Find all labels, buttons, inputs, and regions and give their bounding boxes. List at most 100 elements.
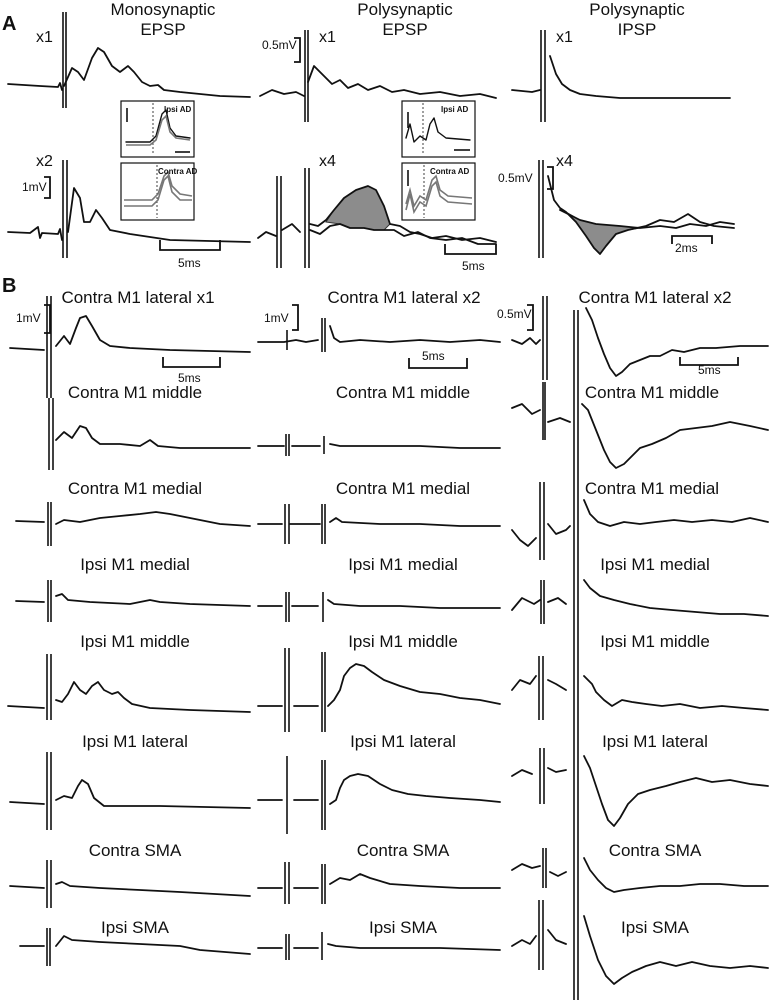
scale-a-col3-amp [547, 166, 554, 190]
trace-b-r6-c3 [511, 755, 769, 827]
trace-b-r4-c1 [15, 593, 251, 607]
scale-a-col1-time [159, 240, 221, 251]
trace-a-polyepsp-x1 [259, 30, 497, 122]
label-b-r1-c2: Contra M1 lateral x2 [327, 288, 480, 307]
label-b-r2-c1: Contra M1 middle [68, 383, 202, 402]
scale-a-col3-time-label: 2ms [675, 241, 698, 255]
inset-ipsi-label-poly: Ipsi AD [441, 105, 468, 114]
scale-b-col2-time [408, 358, 468, 369]
label-b-r8-c2: Ipsi SMA [369, 918, 438, 937]
label-b-r6-c3: Ipsi M1 lateral [602, 732, 708, 751]
scale-b-col1-time-label: 5ms [178, 371, 201, 385]
traces-b-col2 [257, 318, 501, 960]
row-labels: Contra M1 lateral x1 Contra M1 lateral x… [61, 288, 731, 937]
trace-b-r4-c2 [257, 599, 501, 609]
label-b-r7-c2: Contra SMA [357, 841, 450, 860]
scale-a-col1-amp-label: 1mV [22, 180, 47, 194]
trace-b-r1-c3 [511, 307, 769, 377]
scale-b-col1-amp-label: 1mV [16, 311, 41, 325]
label-b-r3-c3: Contra M1 medial [585, 479, 719, 498]
trace-b-r2-c3 [511, 403, 769, 469]
col2-title-line2: EPSP [382, 20, 427, 39]
label-b-r4-c3: Ipsi M1 medial [600, 555, 710, 574]
scale-a-col1-amp [44, 176, 51, 199]
scale-a-col2-amp [294, 37, 301, 63]
trace-b-r3-c1 [15, 511, 251, 527]
scale-b-col1-time [162, 357, 221, 368]
panel-label-b: B [2, 275, 16, 297]
scale-a-col2-amp-label: 0.5mV [262, 38, 297, 52]
trace-b-r8-c3 [511, 915, 769, 985]
label-b-r3-c2: Contra M1 medial [336, 479, 470, 498]
inset-contra-ad-poly: Contra AD [401, 162, 476, 221]
label-b-r5-c1: Ipsi M1 middle [80, 632, 190, 651]
trace-b-r3-c3 [511, 499, 769, 547]
scale-b-col2-amp [292, 304, 299, 331]
col1-title-line1: Monosynaptic [111, 0, 216, 19]
label-b-r2-c2: Contra M1 middle [336, 383, 470, 402]
col2-bottom-gain: x4 [319, 153, 336, 170]
trace-a-ipsp-x1 [511, 30, 731, 122]
trace-a-mono-x1 [7, 12, 251, 108]
scale-b-col2-time-label: 5ms [422, 349, 445, 363]
trace-a-polyepsp-x4 [257, 168, 497, 268]
inset-contra-ad-mono: Contra AD [120, 162, 197, 221]
col3-top-gain: x1 [556, 29, 573, 46]
scale-a-col2-time [444, 244, 497, 255]
trace-b-r1-c1 [9, 315, 251, 353]
label-b-r4-c2: Ipsi M1 medial [348, 555, 458, 574]
scale-b-col3-amp [527, 304, 534, 331]
col1-bottom-gain: x2 [36, 153, 53, 170]
label-b-r5-c3: Ipsi M1 middle [600, 632, 710, 651]
col3-title-line2: IPSP [618, 20, 657, 39]
inset-ipsi-ad-mono: Ipsi AD [120, 100, 195, 158]
trace-b-r7-c3 [511, 857, 769, 893]
traces-b-col1 [7, 296, 251, 966]
inset-contra-label-poly: Contra AD [430, 167, 469, 176]
trace-b-r8-c1 [19, 935, 251, 955]
trace-b-r5-c2 [257, 663, 501, 707]
label-b-r7-c1: Contra SMA [89, 841, 182, 860]
col1-top-gain: x1 [36, 29, 53, 46]
inset-contra-label-mono: Contra AD [158, 167, 197, 176]
trace-b-r5-c3 [511, 675, 769, 711]
scale-a-col3-time [671, 235, 713, 244]
col3-bottom-gain: x4 [556, 153, 573, 170]
scale-a-col2-time-label: 5ms [462, 259, 485, 273]
label-b-r4-c1: Ipsi M1 medial [80, 555, 190, 574]
trace-b-r2-c2 [257, 443, 501, 449]
label-b-r8-c1: Ipsi SMA [101, 918, 170, 937]
trace-b-r5-c1 [7, 681, 251, 713]
trace-b-r7-c1 [9, 881, 251, 897]
scale-b-col3-time [679, 357, 739, 366]
trace-b-r2-c1 [55, 425, 251, 449]
scale-b-col2-amp-label: 1mV [264, 311, 289, 325]
label-b-r5-c2: Ipsi M1 middle [348, 632, 458, 651]
trace-b-r6-c1 [9, 779, 251, 809]
trace-a-mono-x2 [7, 160, 251, 258]
scale-b-col3-amp-label: 0.5mV [497, 307, 532, 321]
label-b-r3-c1: Contra M1 medial [68, 479, 202, 498]
trace-a-ipsp-x4 [538, 160, 735, 258]
inset-ipsi-ad-poly: Ipsi AD [401, 100, 476, 158]
col3-title-line1: Polysynaptic [589, 0, 685, 19]
label-b-r1-c1: Contra M1 lateral x1 [61, 288, 214, 307]
scale-a-col3-amp-label: 0.5mV [498, 171, 533, 185]
trace-b-r7-c2 [257, 873, 501, 889]
trace-b-r8-c2 [257, 943, 501, 951]
label-b-r8-c3: Ipsi SMA [621, 918, 690, 937]
label-b-r2-c3: Contra M1 middle [585, 383, 719, 402]
label-b-r1-c3: Contra M1 lateral x2 [578, 288, 731, 307]
scale-b-col3-time-label: 5ms [698, 363, 721, 377]
trace-b-r4-c3 [511, 579, 769, 617]
inset-ipsi-label-mono: Ipsi AD [164, 105, 191, 114]
trace-b-r6-c2 [257, 773, 501, 805]
panel-label-a: A [2, 13, 16, 35]
col2-top-gain: x1 [319, 29, 336, 46]
trace-b-r1-c2 [257, 325, 501, 343]
label-b-r6-c1: Ipsi M1 lateral [82, 732, 188, 751]
label-b-r7-c3: Contra SMA [609, 841, 702, 860]
scale-a-col1-time-label: 5ms [178, 256, 201, 270]
label-b-r6-c2: Ipsi M1 lateral [350, 732, 456, 751]
